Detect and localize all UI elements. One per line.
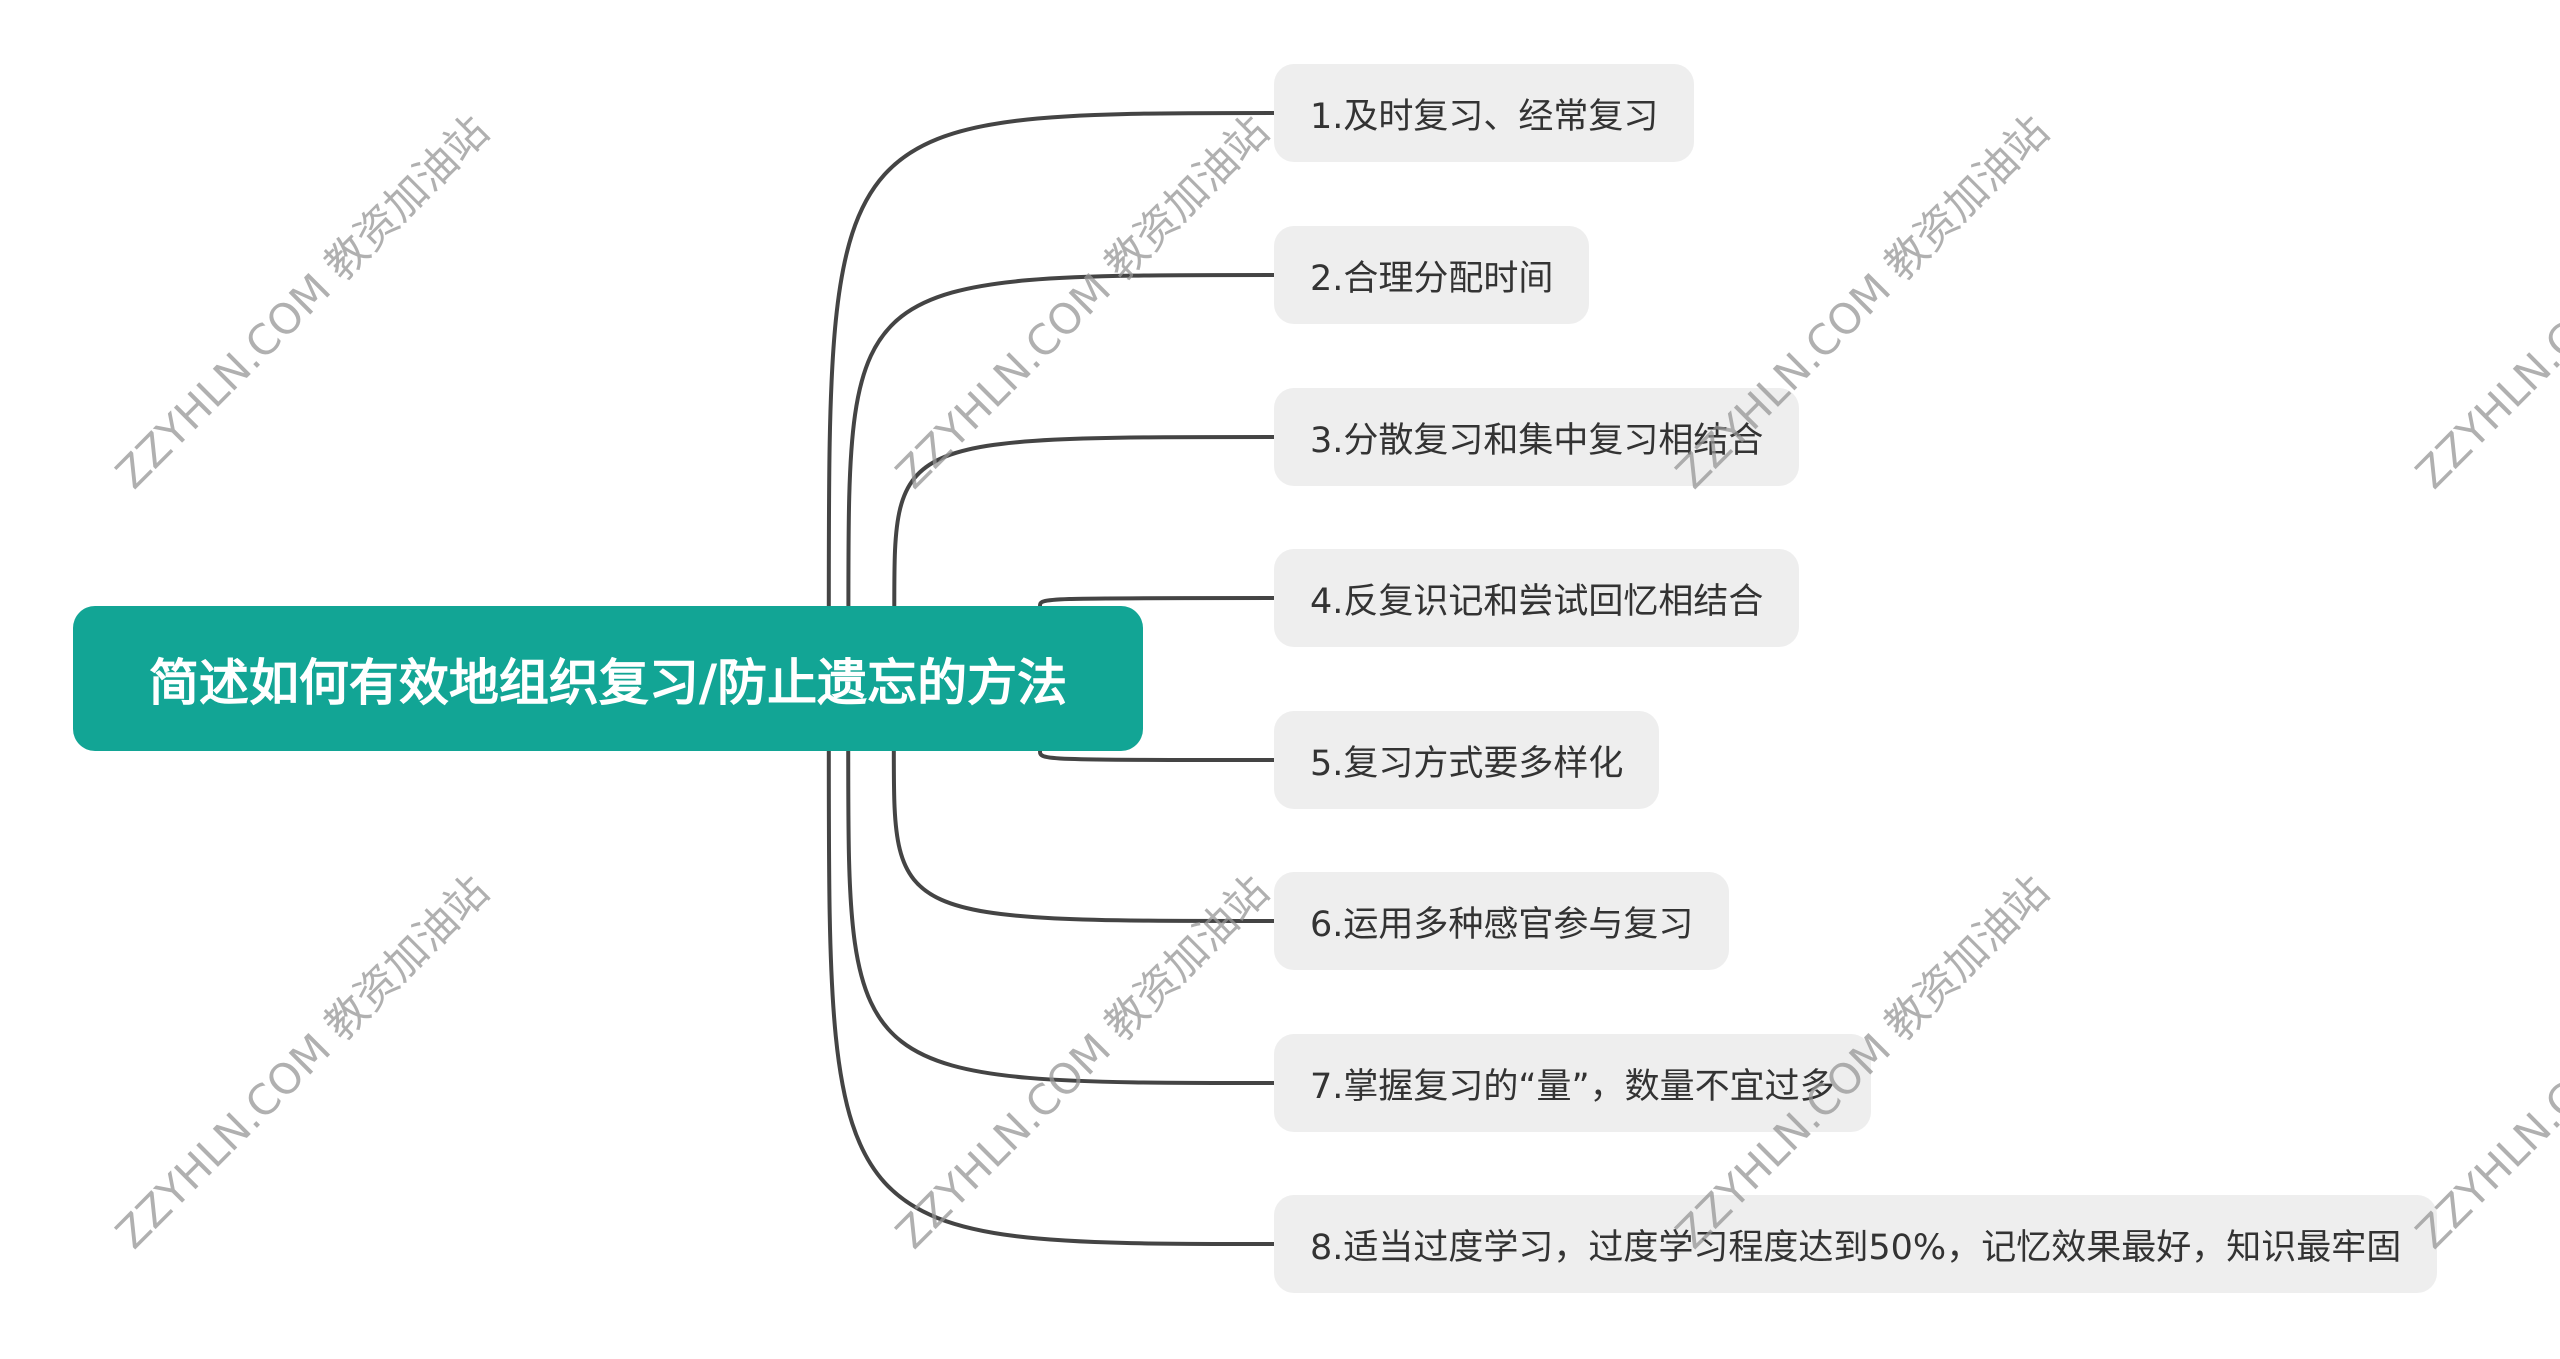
connector-8 [826,750,1275,1246]
branch-node-4[interactable]: 4.反复识记和尝试回忆相结合 [1274,549,1800,647]
connector-5 [1038,750,1275,762]
connector-4 [1038,596,1275,607]
connector-3 [892,435,1275,607]
connector-6 [891,750,1275,923]
branch-node-6[interactable]: 6.运用多种感官参与复习 [1274,872,1730,970]
connector-2 [846,273,1275,607]
branch-node-3[interactable]: 3.分散复习和集中复习相结合 [1274,388,1800,486]
branch-node-2[interactable]: 2.合理分配时间 [1274,226,1590,324]
connector-1 [826,111,1275,607]
connector-7 [846,750,1275,1085]
branch-node-5[interactable]: 5.复习方式要多样化 [1274,711,1660,809]
root-topic[interactable]: 简述如何有效地组织复习/防止遗忘的方法 [73,606,1143,751]
branch-node-1[interactable]: 1.及时复习、经常复习 [1274,64,1695,162]
branch-node-7[interactable]: 7.掌握复习的“量”，数量不宜过多 [1274,1034,1871,1132]
branch-node-8[interactable]: 8.适当过度学习，过度学习程度达到50%，记忆效果最好，知识最牢固 [1274,1195,2438,1293]
